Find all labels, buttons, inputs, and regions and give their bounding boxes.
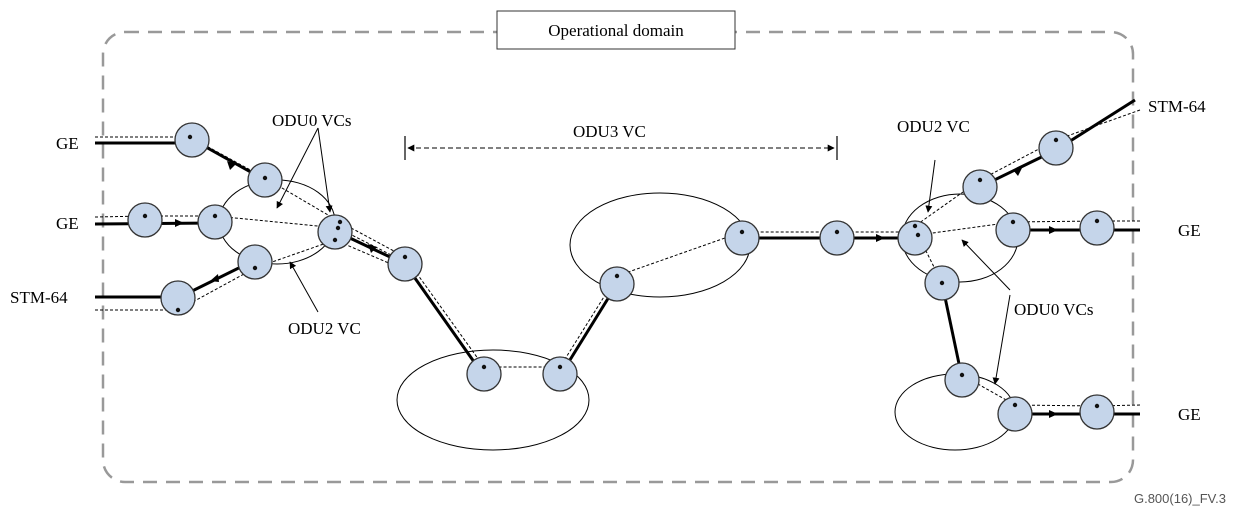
cp-dot (262, 175, 268, 181)
label-odu0-right: ODU0 VCs (1014, 300, 1094, 319)
node (997, 396, 1033, 432)
cp-dot (557, 364, 563, 370)
cp-dot (959, 372, 965, 378)
dir-marker (876, 234, 885, 242)
cp-dot (834, 229, 840, 235)
node (1079, 210, 1115, 246)
cp-dot (335, 225, 341, 231)
dir-marker (1049, 226, 1058, 234)
pointer-odu2-left (289, 261, 319, 313)
dir-marker (368, 244, 377, 253)
pointer-odu0-left-a (276, 127, 319, 209)
cp-dot (252, 265, 258, 271)
node (542, 356, 578, 392)
cp-dot (739, 229, 745, 235)
cp-dot (915, 232, 921, 238)
connection-points (142, 134, 1100, 409)
odu3-extent (404, 136, 838, 160)
node (317, 214, 353, 250)
label-odu3: ODU3 VC (573, 122, 646, 141)
cp-dot (175, 307, 181, 313)
label-pointers (276, 127, 1011, 385)
cp-dot (1012, 402, 1018, 408)
node (1079, 394, 1115, 430)
node (944, 362, 980, 398)
domain-title-box (496, 10, 736, 50)
node (599, 266, 635, 302)
center-top-subnetwork (569, 192, 751, 298)
cp-dot (1010, 219, 1016, 225)
node (160, 280, 196, 316)
pointer-odu0-right-b (992, 294, 1011, 385)
pointer-odu0-left-b (317, 127, 333, 213)
cp-dot (332, 237, 338, 243)
node (1038, 130, 1074, 166)
cp-dot (977, 177, 983, 183)
nodes (127, 122, 1115, 432)
label-ge-left-mid: GE (56, 214, 79, 233)
cp-dot (187, 134, 193, 140)
node (174, 122, 210, 158)
node (237, 244, 273, 280)
node (995, 212, 1031, 248)
domain-title: Operational domain (548, 21, 684, 40)
cp-dot (1094, 218, 1100, 224)
cp-dot (402, 254, 408, 260)
cp-dot (939, 280, 945, 286)
label-odu0-left: ODU0 VCs (272, 111, 352, 130)
cp-dot (212, 213, 218, 219)
center-bottom-subnetwork (396, 349, 590, 451)
figure-id: G.800(16)_FV.3 (1134, 491, 1226, 506)
dir-marker (227, 161, 236, 170)
label-ge-right-mid: GE (1178, 221, 1201, 240)
label-odu2-left: ODU2 VC (288, 319, 361, 338)
cp-dot (337, 219, 343, 225)
cp-dot (481, 364, 487, 370)
label-ge-left-top: GE (56, 134, 79, 153)
cp-dot (1053, 137, 1059, 143)
pointer-odu2-right (925, 159, 936, 213)
node (724, 220, 760, 256)
node (387, 246, 423, 282)
pointer-odu0-right-a (961, 239, 1011, 291)
dir-marker (210, 274, 219, 282)
dir-marker (175, 219, 184, 227)
link-down-left (403, 263, 486, 377)
node (897, 220, 933, 256)
node (466, 356, 502, 392)
cp-dot (1094, 403, 1100, 409)
node (819, 220, 855, 256)
direction-markers (175, 161, 1058, 418)
cp-dot (142, 213, 148, 219)
vc-stm-right (914, 109, 1141, 227)
dir-marker (1013, 168, 1022, 176)
label-ge-right-bottom: GE (1178, 405, 1201, 424)
label-stm-right: STM-64 (1148, 97, 1206, 116)
cp-dot (912, 223, 918, 229)
vc-ge-left-top (95, 136, 406, 258)
node (962, 169, 998, 205)
dir-marker (1049, 410, 1058, 418)
label-stm-left: STM-64 (10, 288, 68, 307)
node (127, 202, 163, 238)
node (197, 204, 233, 240)
cp-dot (614, 273, 620, 279)
label-odu2-right: ODU2 VC (897, 117, 970, 136)
